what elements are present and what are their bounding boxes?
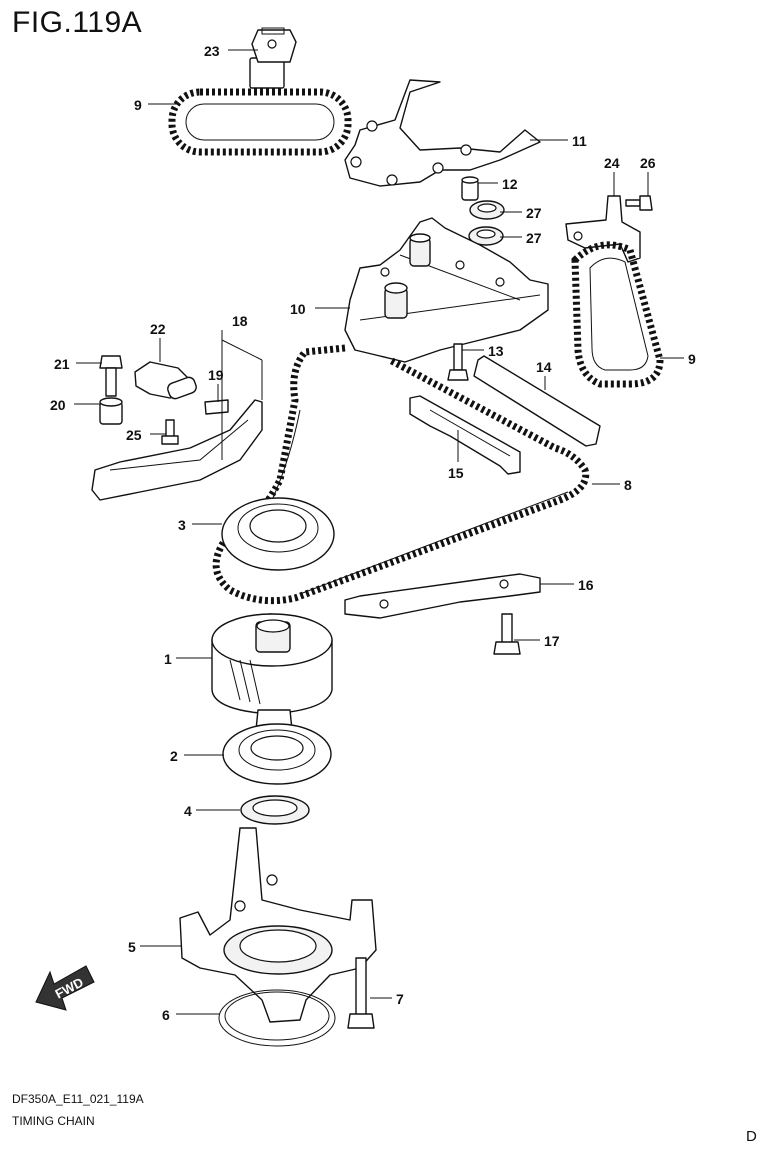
callout-9-right: 9: [688, 351, 696, 367]
callout-26: 26: [640, 155, 656, 171]
part-10-housing: [344, 217, 549, 363]
part-25-bolt: [161, 419, 179, 445]
diagram-code: DF350A_E11_021_119A: [12, 1092, 144, 1106]
part-22-tensioner: [134, 361, 197, 400]
part-27-seal-upper: [469, 200, 505, 220]
part-2-bearing: [222, 723, 332, 785]
part-12-dowel: [461, 176, 479, 201]
callout-20: 20: [50, 397, 66, 413]
callout-25: 25: [126, 427, 142, 443]
part-13-bolt: [447, 343, 469, 381]
part-1-drive-gear: [211, 613, 333, 731]
callout-15: 15: [448, 465, 464, 481]
callout-10: 10: [290, 301, 306, 317]
callout-22: 22: [150, 321, 166, 337]
callout-16: 16: [578, 577, 594, 593]
callout-3: 3: [178, 517, 186, 533]
part-9-upper-chain: [168, 88, 352, 156]
part-18-tensioner-shoe: [91, 399, 263, 501]
part-26-bolt: [625, 195, 653, 211]
part-21-bolt: [99, 355, 123, 397]
callout-1: 1: [164, 651, 172, 667]
callout-13: 13: [488, 343, 504, 359]
callout-9-upper: 9: [134, 97, 142, 113]
part-4-seal: [240, 795, 310, 825]
callout-11: 11: [572, 133, 587, 149]
callout-14: 14: [536, 359, 552, 375]
part-17-bolt: [493, 613, 521, 655]
part-5-housing-base: [179, 827, 377, 1023]
part-19-clip: [204, 399, 229, 415]
part-11-gasket: [344, 79, 541, 187]
callout-2: 2: [170, 748, 178, 764]
figure-title: FIG.119A: [12, 6, 143, 39]
callout-6: 6: [162, 1007, 170, 1023]
diagram-name: TIMING CHAIN: [12, 1114, 95, 1128]
page-letter: D: [746, 1128, 757, 1145]
fwd-arrow-icon: FWD: [35, 965, 95, 1011]
part-15-chain-guide: [409, 395, 521, 475]
leader-lines: [74, 49, 684, 1015]
part-8-timing-chain: [212, 344, 590, 605]
part-6-o-ring: [218, 989, 336, 1047]
callout-27-lower: 27: [526, 230, 542, 246]
callout-24: 24: [604, 155, 620, 171]
callout-4: 4: [184, 803, 192, 819]
part-23-chain-tensioner: [249, 27, 297, 89]
part-9-right-chain: [571, 241, 664, 388]
callout-18: 18: [232, 313, 248, 329]
part-3-bearing: [221, 497, 335, 571]
callout-12: 12: [502, 176, 518, 192]
callout-21: 21: [54, 356, 70, 372]
callout-7: 7: [396, 991, 404, 1007]
part-20-collar: [99, 397, 123, 425]
part-7-bolt: [347, 957, 375, 1029]
part-27-seal-lower: [468, 226, 504, 246]
callout-27-upper: 27: [526, 205, 542, 221]
callout-23: 23: [204, 43, 220, 59]
callout-17: 17: [544, 633, 560, 649]
callout-labels: 23 9 11 12 24 26 27 27 10 22 18 21 19 13…: [50, 43, 696, 1023]
callout-19: 19: [208, 367, 224, 383]
part-16-chain-guide: [344, 573, 541, 619]
part-14-chain-guide: [473, 355, 601, 447]
callout-8: 8: [624, 477, 632, 493]
fwd-label: FWD: [53, 974, 86, 1001]
callout-5: 5: [128, 939, 136, 955]
